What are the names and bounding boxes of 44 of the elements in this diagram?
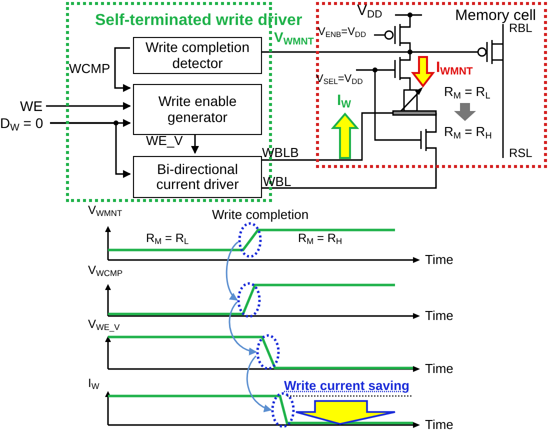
axis-label: I$_{W}$ [88,377,100,391]
signal-label: R$_{M}$ = R$_{H}$ [298,232,342,246]
annotation-text: Write current saving [284,379,410,393]
annotation-text: Write completion [212,208,309,222]
group-title: Memory cell [455,8,536,24]
circuit-block: Bi-directional current driver [133,156,262,198]
current-label: I$_{WMNT}$ [436,60,473,78]
group-title: Self-terminated write driver [95,13,302,30]
arrow [50,122,131,178]
arrow [46,102,131,110]
edge-label: V$_{WMNT}$ [274,30,314,48]
signal-label: V$_{SEL}$=V$_{DD}$ [316,74,363,86]
curved-arrow [228,302,257,355]
signal-label: R$_{M}$ = R$_{H}$ [444,125,492,141]
circuit-block: Write completion detector [133,37,262,74]
edge-label: WBLB [262,146,299,160]
axis-label: V$_{WMNT}$ [88,204,122,218]
arrow [114,47,131,92]
signal-label: R$_{M}$ = R$_{L}$ [146,232,189,246]
axis-label: Time [425,362,454,376]
current-label: I$_{W}$ [337,93,352,111]
signal-label: RBL [509,22,532,35]
dotted-ellipse [271,392,295,428]
signal-label: V$_{DD}$ [357,3,382,21]
circuit-block: Write enable generator [133,84,262,135]
memory-cell-frame [316,2,547,168]
edge-label: WBL [263,175,292,189]
axis-label: Time [425,253,454,267]
signal-label: WE [20,99,43,114]
curved-arrow [226,241,239,301]
axis-label: Time [425,418,454,432]
signal-label: R$_{M}$ = R$_{L}$ [444,85,490,101]
dotted-ellipse [256,334,280,370]
axis-label: Time [425,309,454,323]
signal-label: RSL [509,147,532,160]
axis-label: V$_{WE_V}$ [88,318,120,332]
signal-label: D$_{W}$ = 0 [0,116,44,134]
edge-label: WE_V [146,134,183,148]
signal-label: V$_{ENB}$=V$_{DD}$ [318,27,366,39]
edge-label: WCMP [69,62,110,76]
curved-arrow [246,356,272,412]
axis-label: V$_{WCMP}$ [88,264,123,278]
dotted-ellipse [238,222,262,258]
dotted-ellipse [237,282,261,318]
